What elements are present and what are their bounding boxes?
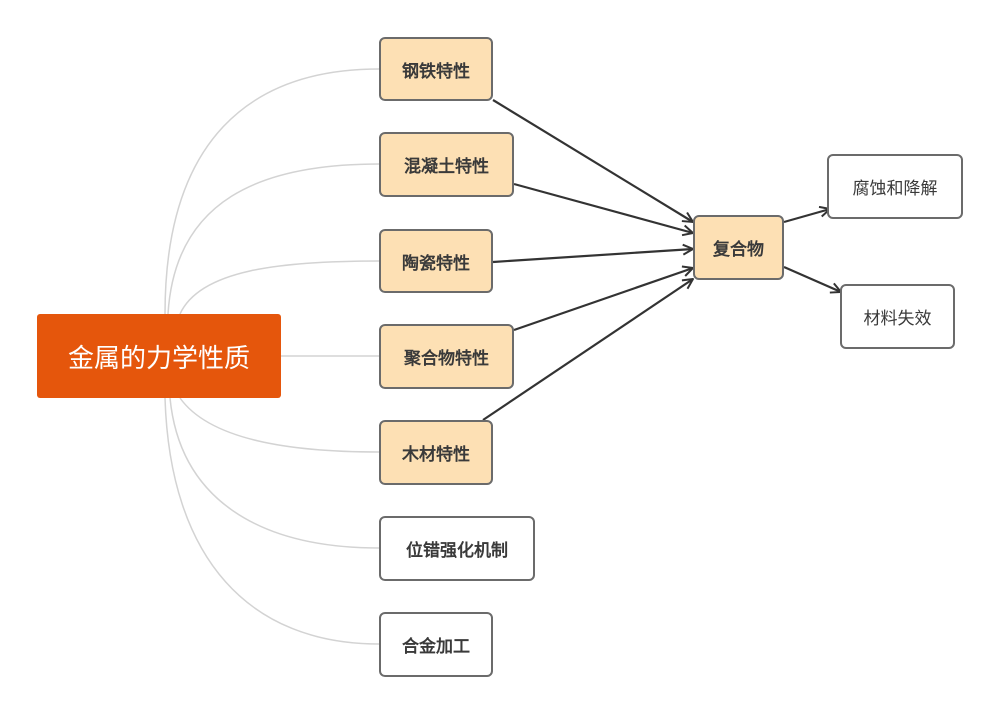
arrow-ceramic-composite: [492, 249, 693, 264]
node-failure[interactable]: 材料失效: [840, 284, 955, 349]
connector-dislocation: [169, 397, 380, 549]
node-concrete[interactable]: 混凝土特性: [379, 132, 514, 197]
node-polymer[interactable]: 聚合物特性: [379, 324, 514, 389]
arrow-wood-composite: [482, 279, 693, 421]
connector-alloy: [164, 397, 380, 645]
node-steel[interactable]: 钢铁特性: [379, 37, 493, 101]
arrow-composite-corrosion: [783, 209, 830, 224]
arrow-steel-composite: [492, 99, 693, 222]
connector-concrete: [167, 163, 380, 315]
root-node[interactable]: 金属的力学性质: [37, 314, 281, 398]
connector-ceramic: [179, 260, 380, 315]
node-dislocation[interactable]: 位错强化机制: [379, 516, 535, 581]
arrow-polymer-composite: [513, 268, 693, 332]
arrow-concrete-composite: [513, 182, 693, 233]
node-wood[interactable]: 木材特性: [379, 420, 493, 485]
node-composite[interactable]: 复合物: [693, 215, 784, 280]
connector-wood: [179, 397, 380, 453]
node-alloy[interactable]: 合金加工: [379, 612, 493, 677]
node-ceramic[interactable]: 陶瓷特性: [379, 229, 493, 293]
connector-steel: [164, 68, 380, 315]
node-corrosion[interactable]: 腐蚀和降解: [827, 154, 963, 219]
arrow-composite-failure: [783, 265, 841, 292]
